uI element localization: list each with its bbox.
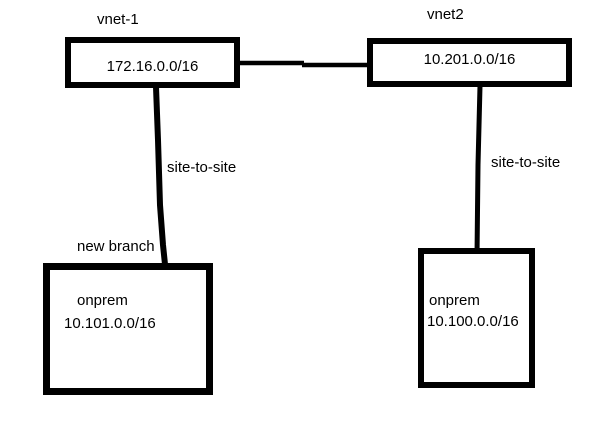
- vnet2-box: 10.201.0.0/16: [367, 38, 572, 87]
- right-onprem-cidr: 10.100.0.0/16: [427, 313, 519, 330]
- left-onprem-box: onprem 10.101.0.0/16: [43, 263, 213, 395]
- vnet2-cidr: 10.201.0.0/16: [423, 50, 516, 68]
- vnet2-title: vnet2: [427, 6, 464, 23]
- left-onprem-name: onprem: [77, 292, 128, 309]
- vnet1-box: 172.16.0.0/16: [65, 37, 240, 88]
- left-connection-label: site-to-site: [167, 159, 237, 176]
- right-onprem-box: onprem 10.100.0.0/16: [418, 248, 535, 388]
- vnet-peering-line: [238, 60, 368, 68]
- right-connection-label: site-to-site: [491, 154, 561, 171]
- right-site-to-site-line: [474, 85, 483, 257]
- left-site-to-site-line: [153, 86, 169, 275]
- vnet1-title: vnet-1: [97, 11, 139, 28]
- vnet1-cidr: 172.16.0.0/16: [106, 57, 199, 75]
- left-onprem-title: new branch: [77, 238, 155, 255]
- left-onprem-cidr: 10.101.0.0/16: [64, 315, 156, 332]
- right-onprem-name: onprem: [429, 292, 480, 309]
